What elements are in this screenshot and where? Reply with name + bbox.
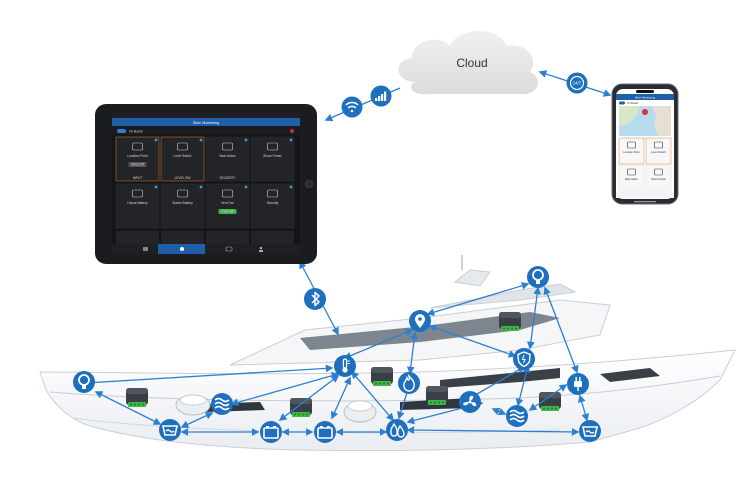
sensor-module-2 — [290, 398, 312, 417]
tile-name: Shore Power — [651, 177, 666, 181]
tile-name: Main Alarm — [220, 154, 236, 158]
phone-tile[interactable]: Shore Power — [645, 164, 672, 192]
tile-name: House Battery — [127, 201, 148, 205]
tile-name: Level Switch — [174, 154, 192, 158]
tile-footer: SECURITY — [219, 176, 236, 180]
battery-icon — [260, 421, 282, 443]
light-bulb-icon — [73, 371, 95, 393]
tablet-tile[interactable]: Starter Battery — [160, 183, 205, 229]
battery-icon — [314, 421, 336, 443]
bilge-icon — [579, 420, 601, 442]
phone-title-bar — [616, 94, 674, 100]
tile-footer: LEVEL SW — [175, 176, 191, 180]
tile-name: Starter Battery — [172, 201, 193, 205]
yacht-illustration — [39, 255, 736, 452]
tile-icon — [222, 189, 233, 198]
tile-status: Siren Off — [131, 163, 144, 167]
tablet-tile-partial[interactable] — [161, 231, 204, 244]
phone-status-badge: On Board — [627, 101, 639, 105]
phone-tile[interactable]: Main Alarm — [618, 164, 645, 192]
sensor-module-3 — [371, 367, 393, 386]
tile-status-button[interactable] — [128, 162, 147, 167]
sensor-module-4 — [426, 386, 448, 405]
shield-icon — [513, 348, 535, 370]
tile-name: Level Switch — [651, 150, 666, 154]
tablet-title: Siren Monitoring — [193, 121, 219, 125]
tile-status: Turn Off — [222, 210, 234, 214]
bluetooth-icon — [304, 288, 326, 310]
tablet-tile[interactable]: Shore Power — [250, 136, 295, 182]
water-level-icon — [211, 393, 233, 415]
sensor-module-5 — [499, 312, 521, 331]
tablet-status-toggle — [117, 129, 126, 133]
tile-icon — [132, 189, 143, 198]
phone-device: Siren Monitoring On Board Location Point… — [611, 83, 679, 205]
phone-tile[interactable]: Location Point — [618, 137, 645, 165]
fan-icon — [459, 391, 481, 413]
phone-status-toggle — [619, 101, 625, 105]
phone-tile[interactable]: Level Switch — [645, 137, 672, 165]
tablet-tile[interactable]: Security — [250, 183, 295, 229]
tablet-title-bar — [112, 118, 300, 126]
tablet-tile-partial[interactable] — [206, 231, 249, 244]
tablet-device: Siren Monitoring On Board Location Point… — [95, 104, 317, 264]
tile-name: Vent Fan — [221, 201, 234, 205]
fire-icon — [398, 372, 420, 394]
tile-icon — [177, 142, 188, 151]
tile-icon — [267, 142, 278, 151]
shore-power-plug-icon — [567, 373, 589, 395]
tile-status-button[interactable] — [218, 209, 237, 214]
tile-icon — [627, 168, 636, 176]
tablet-status-badge: On Board — [129, 130, 143, 134]
tablet-tile[interactable]: House Battery — [115, 183, 160, 229]
tile-icon — [267, 189, 278, 198]
tile-footer: INPUT — [133, 176, 143, 180]
cellular-icon — [370, 85, 392, 107]
tablet-tab-bar — [112, 244, 300, 254]
tile-name: Main Alarm — [625, 177, 638, 181]
light-bulb-icon — [527, 266, 549, 288]
location-pin-icon — [409, 310, 431, 332]
tile-name: Security — [267, 201, 279, 205]
tile-icon — [132, 142, 143, 151]
water-level-icon — [506, 405, 528, 427]
bilge-icon — [159, 419, 181, 441]
radome-2 — [343, 400, 377, 423]
tablet-tile-partial[interactable] — [116, 231, 159, 244]
cloud-label: Cloud — [456, 56, 487, 70]
tile-icon — [222, 142, 233, 151]
tile-name: Location Point — [127, 154, 147, 158]
radome-1 — [175, 394, 211, 416]
water-drop-icon — [386, 419, 408, 441]
sync-24-7-icon: 24/7 — [566, 72, 588, 94]
cloud: Cloud — [398, 31, 539, 95]
tile-name: Location Point — [623, 150, 640, 154]
tile-icon — [177, 189, 188, 198]
tile-name: Shore Power — [263, 154, 282, 158]
svg-text:24/7: 24/7 — [573, 81, 582, 86]
sensor-module-1 — [126, 388, 148, 407]
phone-map — [619, 106, 671, 136]
tile-icon — [654, 141, 663, 149]
wifi-icon — [341, 96, 363, 118]
tablet-tile-partial[interactable] — [251, 231, 294, 244]
tile-icon — [654, 168, 663, 176]
phone-title: Siren Monitoring — [635, 96, 656, 100]
tile-icon — [627, 141, 636, 149]
thermometer-icon — [334, 355, 356, 377]
